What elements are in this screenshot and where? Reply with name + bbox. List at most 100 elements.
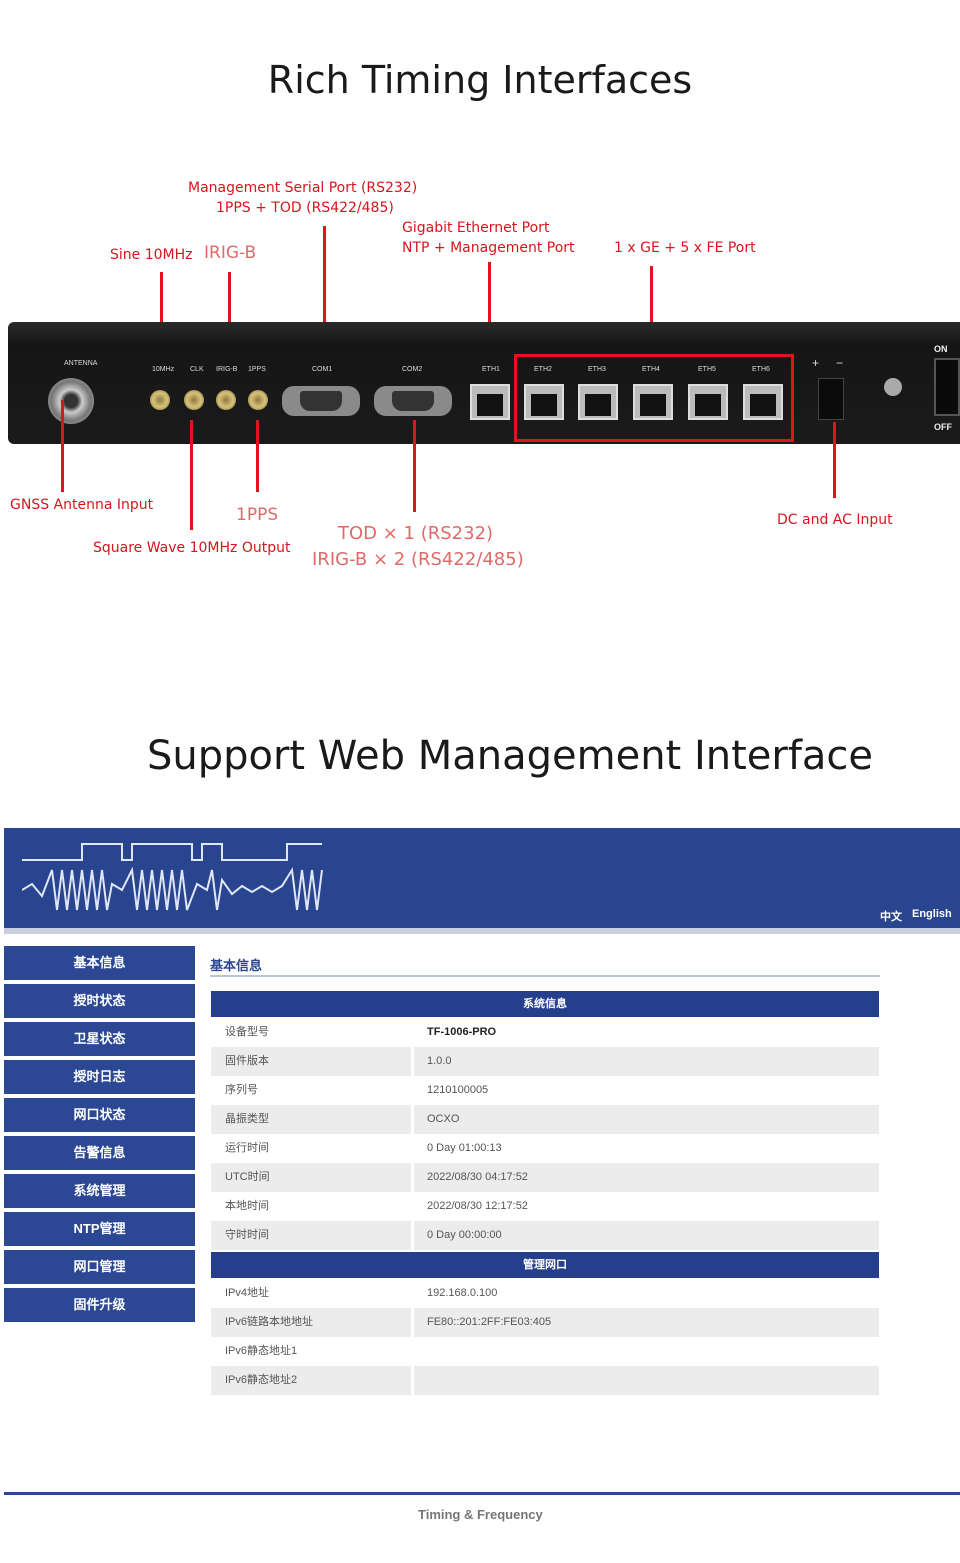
table-row: 运行时间 0 Day 01:00:13: [211, 1134, 879, 1163]
sidebar-item[interactable]: 固件升级: [4, 1288, 195, 1322]
eth5-port: [688, 384, 728, 420]
callout-ge-fe: 1 x GE + 5 x FE Port: [614, 240, 756, 256]
row-label: IPv6静态地址1: [225, 1345, 298, 1357]
row-value: 1.0.0: [427, 1055, 452, 1067]
row-value: OCXO: [427, 1113, 460, 1125]
antenna-connector: [48, 378, 94, 424]
label-on: ON: [934, 344, 948, 354]
sidebar-item[interactable]: 卫星状态: [4, 1022, 195, 1056]
table-row: 晶振类型 OCXO: [211, 1105, 879, 1134]
sidebar-item[interactable]: 网口状态: [4, 1098, 195, 1132]
lang-zh-link[interactable]: 中文: [880, 911, 902, 923]
label-minus: −: [836, 356, 844, 370]
waveform-logo-icon: [22, 843, 323, 911]
callout-1pps: 1PPS: [236, 505, 279, 525]
label-eth5: ETH5: [698, 366, 716, 373]
section-title-timing: Rich Timing Interfaces: [267, 58, 693, 102]
row-value: 192.168.0.100: [427, 1287, 498, 1299]
row-value: TF-1006-PRO: [427, 1026, 497, 1038]
label-eth6: ETH6: [752, 366, 770, 373]
label-1pps: 1PPS: [248, 366, 266, 373]
lang-en-link[interactable]: English: [912, 908, 952, 920]
table-row: 固件版本 1.0.0: [211, 1047, 879, 1076]
sidebar-item[interactable]: 授时状态: [4, 984, 195, 1018]
row-value: 0 Day 00:00:00: [427, 1229, 502, 1241]
eth6-port: [743, 384, 783, 420]
dc-terminal: [818, 378, 844, 420]
web-header-banner: 中文 English: [4, 828, 960, 934]
table-row: 本地时间 2022/08/30 12:17:52: [211, 1192, 879, 1221]
table-row: 设备型号 TF-1006-PRO: [211, 1018, 879, 1047]
sidebar-item[interactable]: 授时日志: [4, 1060, 195, 1094]
sidebar-item[interactable]: 基本信息: [4, 946, 195, 980]
table-row: IPv4地址 192.168.0.100: [211, 1279, 879, 1308]
callout-gnss: GNSS Antenna Input: [10, 497, 154, 513]
section-header-network: 管理网口: [211, 1252, 879, 1278]
bnc-1pps: [248, 390, 268, 410]
row-label: IPv4地址: [225, 1287, 270, 1299]
callout-gige: Gigabit Ethernet Port: [402, 220, 550, 236]
row-label: 晶振类型: [225, 1113, 269, 1125]
row-label: 固件版本: [225, 1055, 269, 1067]
section-header-system: 系统信息: [211, 991, 879, 1017]
label-eth3: ETH3: [588, 366, 606, 373]
label-10mhz: 10MHz: [152, 366, 175, 373]
callout-dcac: DC and AC Input: [777, 512, 893, 528]
row-value: 2022/08/30 04:17:52: [427, 1171, 528, 1183]
row-label: 序列号: [225, 1084, 258, 1096]
callout-irigb2: IRIG-B × 2 (RS422/485): [312, 549, 524, 570]
power-switch: [934, 358, 960, 416]
row-label: 运行时间: [225, 1142, 269, 1154]
label-plus: +: [812, 356, 820, 370]
section-title-web: Support Web Management Interface: [146, 733, 874, 779]
footer-divider: [4, 1492, 960, 1495]
table-row: IPv6静态地址2: [211, 1366, 879, 1395]
table-row: 序列号 1210100005: [211, 1076, 879, 1105]
com1-port: [282, 386, 360, 416]
row-value: 2022/08/30 12:17:52: [427, 1200, 528, 1212]
label-off: OFF: [934, 422, 952, 432]
sidebar-item[interactable]: NTP管理: [4, 1212, 195, 1246]
callout-sine: Sine 10MHz: [110, 247, 193, 263]
device-front-panel: ANTENNA 10MHz CLK IRIG-B 1PPS COM1 COM2 …: [8, 322, 960, 444]
eth-highlight-box: [514, 354, 794, 442]
row-label: 守时时间: [225, 1229, 269, 1241]
callout-pps-tod: 1PPS + TOD (RS422/485): [216, 200, 394, 216]
bnc-clk: [184, 390, 204, 410]
row-label: 设备型号: [225, 1026, 269, 1038]
row-label: 本地时间: [225, 1200, 269, 1212]
com2-port: [374, 386, 452, 416]
table-row: IPv6静态地址1: [211, 1337, 879, 1366]
page-title: 基本信息: [210, 958, 263, 973]
sidebar-item[interactable]: 系统管理: [4, 1174, 195, 1208]
callout-tod: TOD × 1 (RS232): [338, 523, 494, 544]
eth1-port: [470, 384, 510, 420]
ground-screw: [884, 378, 902, 396]
label-irig: IRIG-B: [216, 366, 238, 373]
row-label: IPv6链路本地地址: [225, 1316, 314, 1328]
eth3-port: [578, 384, 618, 420]
callout-mgmt-serial: Management Serial Port (RS232): [188, 180, 418, 196]
row-value: 1210100005: [427, 1084, 489, 1096]
label-eth2: ETH2: [534, 366, 552, 373]
footer-text: Timing & Frequency: [418, 1507, 543, 1522]
sidebar-item[interactable]: 网口管理: [4, 1250, 195, 1284]
callout-square: Square Wave 10MHz Output: [93, 540, 291, 556]
table-row: UTC时间 2022/08/30 04:17:52: [211, 1163, 879, 1192]
eth2-port: [524, 384, 564, 420]
eth4-port: [633, 384, 673, 420]
row-label: IPv6静态地址2: [225, 1374, 298, 1386]
sidebar-item[interactable]: 告警信息: [4, 1136, 195, 1170]
row-value: 0 Day 01:00:13: [427, 1142, 502, 1154]
bnc-10mhz: [150, 390, 170, 410]
label-eth4: ETH4: [642, 366, 660, 373]
label-antenna: ANTENNA: [64, 360, 98, 367]
table-row: 守时时间 0 Day 00:00:00: [211, 1221, 879, 1250]
callout-ntp-mgmt: NTP + Management Port: [402, 240, 575, 256]
bnc-irig: [216, 390, 236, 410]
row-label: UTC时间: [225, 1171, 270, 1183]
title-divider: [210, 975, 880, 977]
callout-irigb: IRIG-B: [204, 243, 257, 263]
label-com2: COM2: [402, 366, 423, 373]
